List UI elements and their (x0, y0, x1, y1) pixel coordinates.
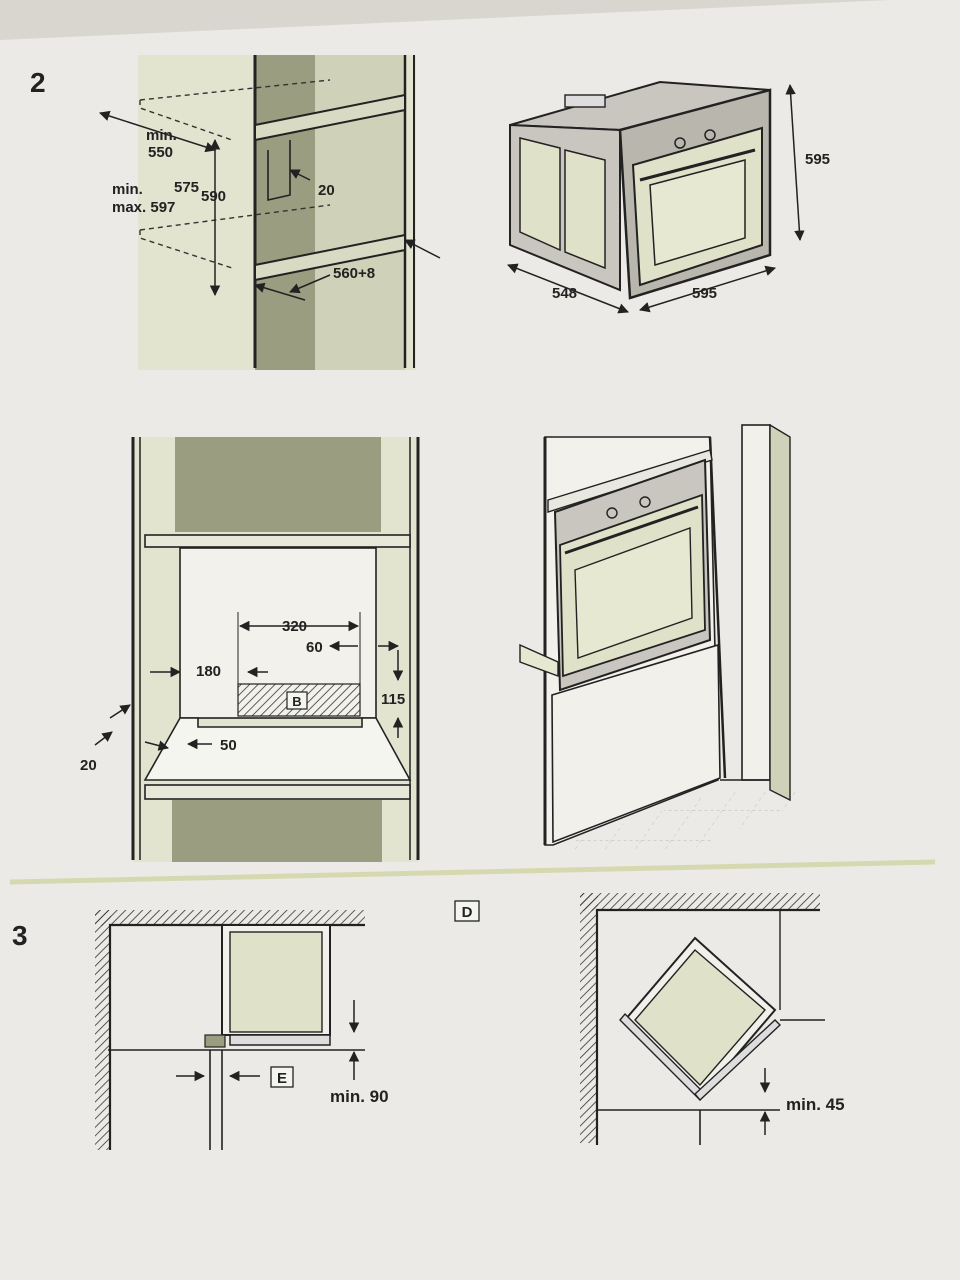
left-gap: min. 90 (330, 1087, 389, 1106)
depth-label-2: 550 (148, 144, 173, 161)
oven-depth: 548 (552, 285, 577, 302)
vent-width: 320 (282, 618, 307, 635)
depth-label-1: min. (146, 127, 177, 144)
marker-e: E (277, 1070, 287, 1087)
section-3-number: 3 (12, 920, 28, 951)
clearance-corner-view: min. 45 (580, 893, 845, 1145)
oven-dimensions-view: 595 548 595 (507, 80, 830, 314)
marker-d: D (462, 904, 473, 921)
clearance-front-view: E min. 90 (95, 910, 389, 1150)
width-560-8: 560+8 (333, 265, 375, 282)
lip-50: 50 (220, 737, 237, 754)
height-label-2: max. 597 (112, 199, 175, 216)
vent-right: 60 (306, 639, 323, 656)
installed-oven-view (519, 423, 830, 850)
niche-front-view: B 320 60 180 115 20 50 (80, 437, 420, 862)
oven-height: 595 (805, 151, 830, 168)
vent-left: 180 (196, 663, 221, 680)
section-2-number: 2 (30, 67, 46, 98)
niche-side-view: min. 550 min. max. 597 575 590 20 560+8 (99, 55, 441, 370)
section-divider (9, 859, 936, 885)
gap-20: 20 (318, 182, 335, 199)
vent-height: 115 (381, 691, 405, 708)
height-label-1: min. (112, 181, 143, 198)
oven-width: 595 (692, 285, 717, 302)
right-gap: min. 45 (786, 1095, 845, 1114)
front-depth-20: 20 (80, 757, 97, 774)
height-590: 590 (201, 188, 226, 205)
vent-marker: B (292, 694, 301, 709)
height-575: 575 (174, 179, 199, 196)
